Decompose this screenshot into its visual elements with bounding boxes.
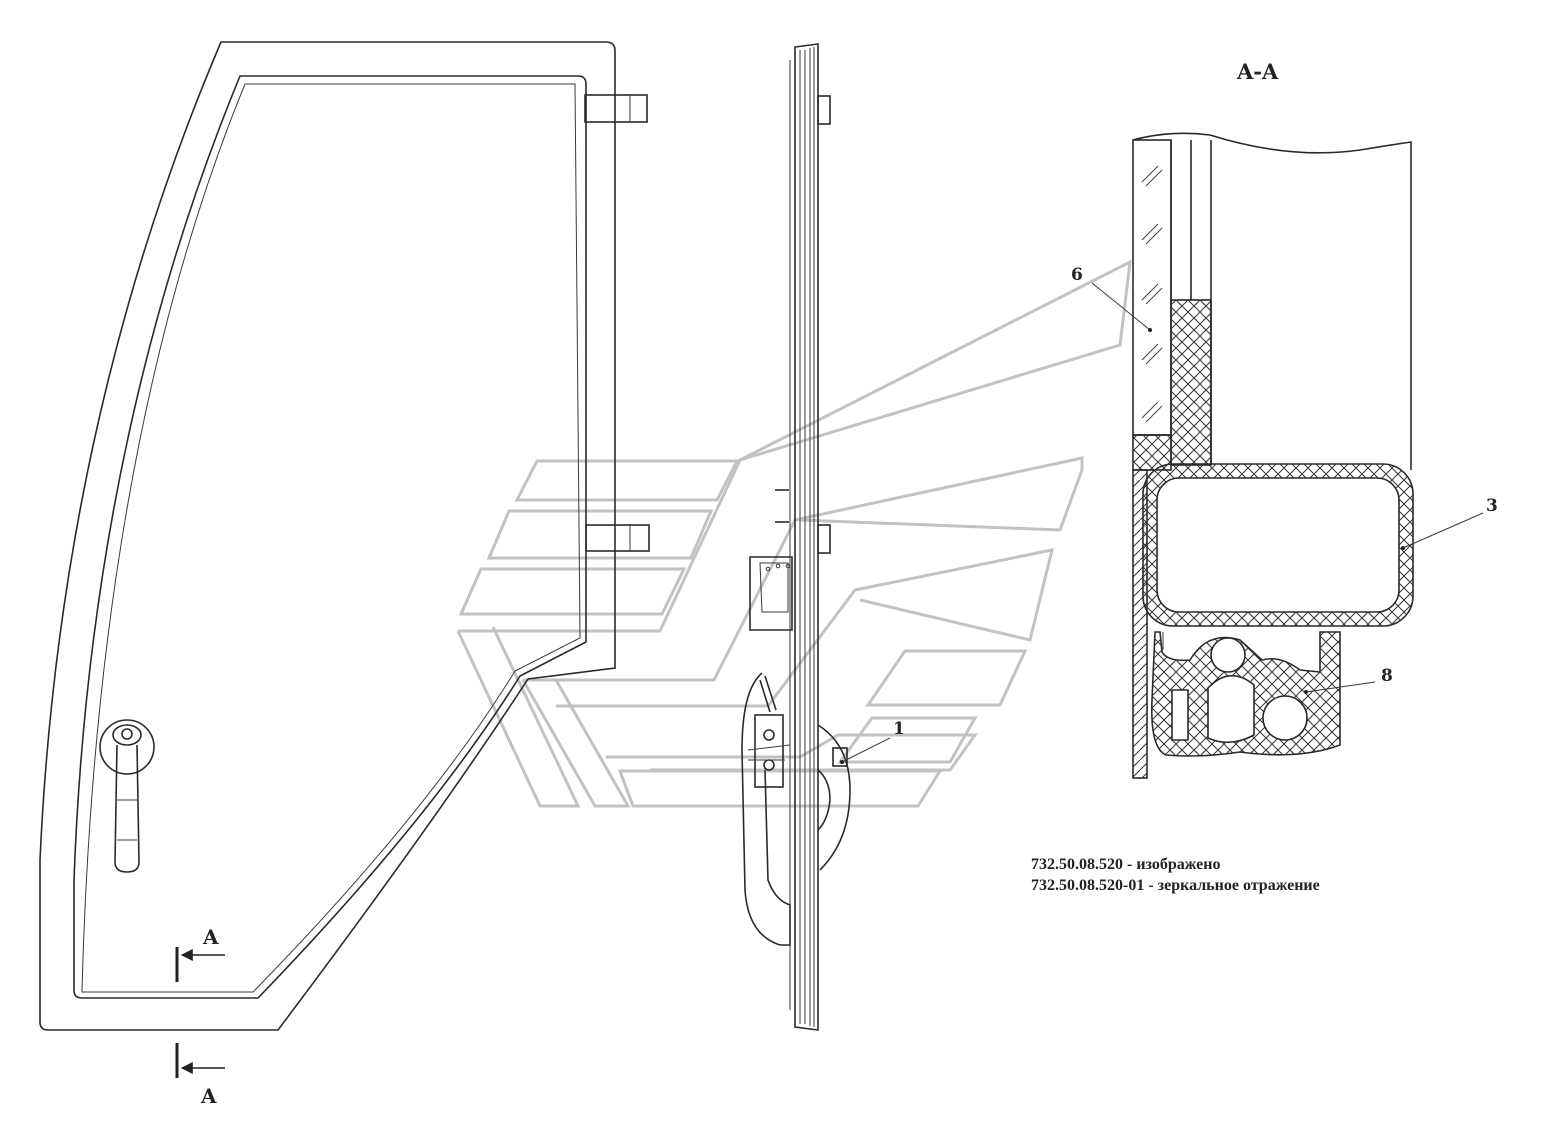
cut-letter-top: A (202, 925, 219, 949)
door-handle-icon (99, 719, 155, 873)
callout-leader-6 (1091, 282, 1151, 331)
rubber-seal-profile (1150, 631, 1341, 757)
callout-leader-1 (841, 737, 891, 763)
glass-pane (1132, 139, 1172, 436)
upper-hinge (584, 94, 648, 123)
callout-leader-8 (1305, 681, 1376, 693)
section-a-a: A-A (1071, 59, 1498, 779)
callout-1: 1 (893, 719, 905, 739)
door-glass-outline (73, 75, 587, 999)
lower-hinge (585, 524, 650, 552)
door-front-view: A A (39, 41, 650, 1108)
side-lower-hinge (817, 524, 831, 554)
callout-3: 3 (1486, 496, 1498, 516)
lock-box (749, 556, 793, 631)
callout-6: 6 (1071, 265, 1083, 285)
door-side-view (741, 43, 851, 1031)
note-mirror-variant: 732.50.08.520-01 - зеркальное отражение (1031, 877, 1320, 894)
callout-leader-3 (1402, 512, 1484, 549)
side-upper-hinge (817, 95, 831, 125)
section-cut-mark-top: A (175, 925, 225, 982)
section-title: A-A (1236, 59, 1279, 84)
section-cut-mark-bottom: A (175, 1043, 225, 1108)
cut-letter-bottom: A (200, 1084, 217, 1108)
watermark-logo (456, 259, 1132, 808)
note-drawn-variant: 732.50.08.520 - изображено (1031, 856, 1221, 873)
callout-8: 8 (1381, 666, 1393, 686)
door-outer-frame (39, 41, 616, 1031)
outer-handle-icon (741, 672, 851, 946)
